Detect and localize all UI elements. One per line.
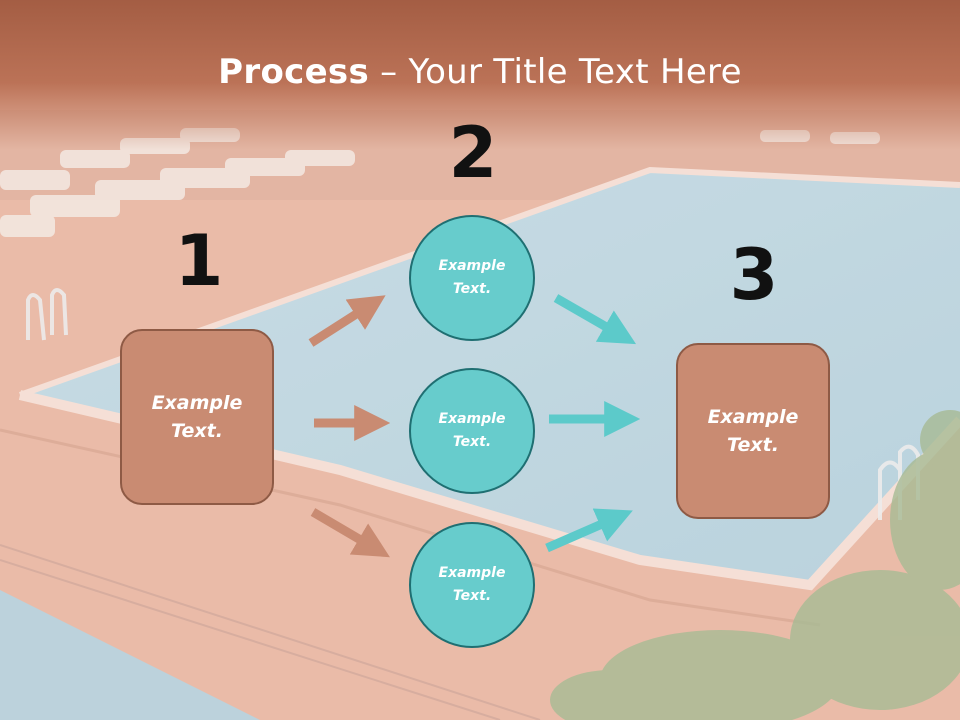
- circle-bottom-text: Example Text.: [438, 564, 506, 604]
- title-bold: Process: [218, 52, 370, 92]
- right-box: Example Text.: [676, 343, 830, 519]
- step-number-2: 2: [448, 112, 498, 194]
- slide-title: Process – Your Title Text Here: [0, 52, 960, 92]
- step-number-1: 1: [174, 220, 224, 302]
- circle-bottom: Example Text.: [409, 522, 535, 648]
- arrow-right-bottom: [545, 508, 633, 553]
- left-box-text: Example Text.: [151, 391, 243, 443]
- arrow-left-bottom: [310, 508, 390, 558]
- right-box-text: Example Text.: [707, 405, 799, 457]
- step-number-3: 3: [729, 234, 779, 316]
- title-rest: – Your Title Text Here: [369, 52, 742, 92]
- circle-middle: Example Text.: [409, 368, 535, 494]
- left-box: Example Text.: [120, 329, 274, 505]
- title-bar: [0, 0, 960, 150]
- arrow-right-top: [553, 294, 637, 345]
- circle-middle-text: Example Text.: [438, 410, 506, 450]
- arrow-left-top: [308, 295, 386, 347]
- circle-top: Example Text.: [409, 215, 535, 341]
- circle-top-text: Example Text.: [438, 257, 506, 297]
